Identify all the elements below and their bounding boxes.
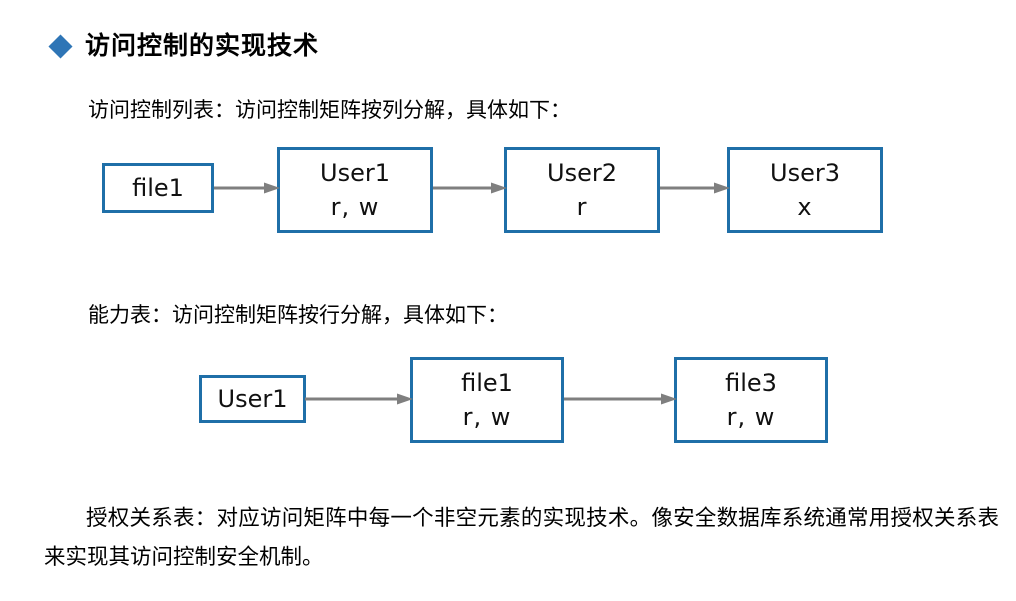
diamond-bullet-icon [48, 34, 73, 59]
arrow-right-icon [305, 393, 413, 405]
node-label-line1: file1 [461, 369, 513, 397]
acl-caption: 访问控制列表：访问控制矩阵按列分解，具体如下： [88, 99, 571, 122]
slide-heading: 访问控制的实现技术 [48, 32, 320, 60]
node-user1-acl: User1 r, w [277, 147, 433, 233]
authorization-table-paragraph: 授权关系表：对应访问矩阵中每一个非空元素的实现技术。像安全数据库系统通常用授权关… [44, 506, 999, 569]
node-label-line2: r, w [462, 403, 512, 431]
page-title: 访问控制的实现技术 [85, 32, 320, 60]
node-label-line1: file1 [132, 174, 184, 202]
arrow-right-icon [433, 182, 507, 194]
node-label-line2: x [797, 193, 813, 221]
capability-caption: 能力表：访问控制矩阵按行分解，具体如下： [88, 304, 508, 327]
node-user1-cap: User1 [199, 375, 306, 423]
node-user2-acl: User2 r [504, 147, 660, 233]
node-label-line2: r [576, 193, 588, 221]
node-file3-cap: file3 r, w [674, 357, 828, 443]
node-label-line1: file3 [725, 369, 777, 397]
node-label-line2: r, w [330, 193, 380, 221]
node-label-line1: User3 [770, 159, 840, 187]
arrow-right-icon [564, 393, 677, 405]
node-label-line1: User1 [320, 159, 390, 187]
node-label-line1: User2 [547, 159, 617, 187]
arrow-right-icon [214, 182, 280, 194]
node-label-line2: r, w [726, 403, 776, 431]
node-file1-acl: file1 [102, 163, 214, 213]
node-label-line1: User1 [217, 385, 288, 413]
arrow-right-icon [660, 182, 730, 194]
node-user3-acl: User3 x [727, 147, 883, 233]
node-file1-cap: file1 r, w [410, 357, 564, 443]
